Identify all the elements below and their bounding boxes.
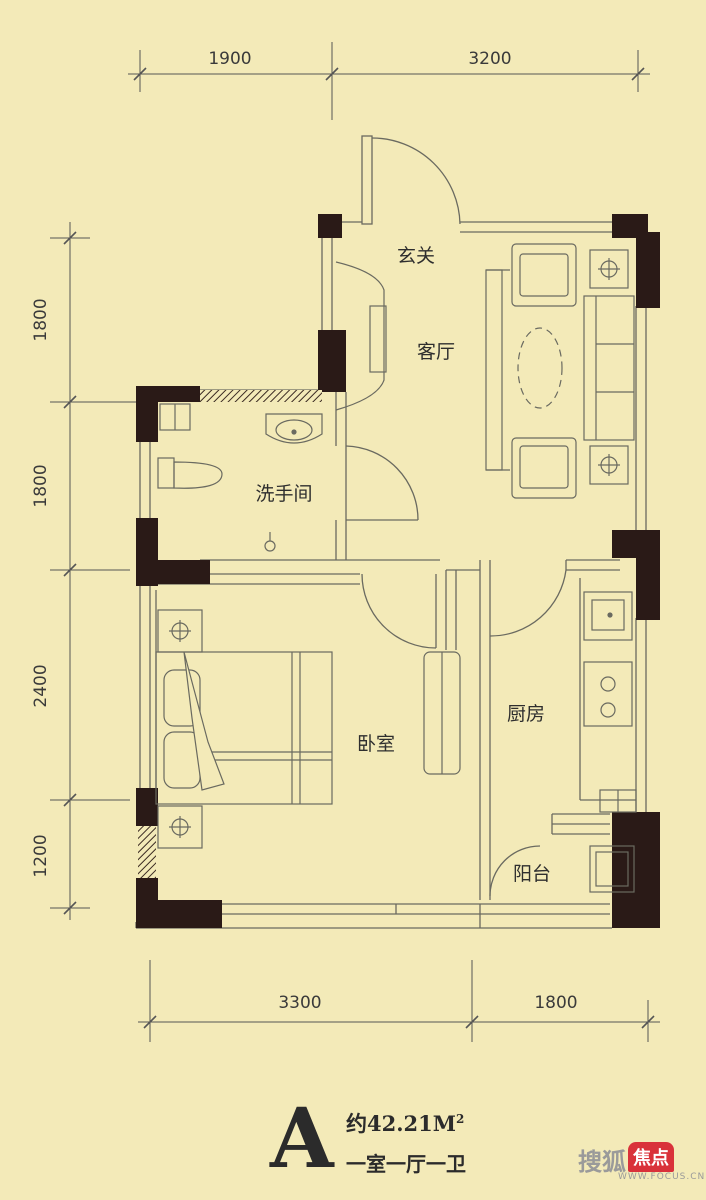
dim-left-3: 2400 [31,664,51,707]
room-label-entrance: 玄关 [397,245,435,267]
dim-bottom-2: 1800 [534,993,577,1013]
watermark-url: WWW.FOCUS.CN [618,1172,706,1182]
area-value: 42.21M [367,1111,457,1136]
unit-area: 约42.21M2 [346,1108,464,1138]
watermark-name: 搜狐 [578,1148,626,1176]
watermark: 搜狐焦点 WWW.FOCUS.CN [578,1142,704,1182]
room-label-kitchen: 厨房 [507,703,545,725]
dim-bottom-1: 3300 [278,993,321,1013]
watermark-badge: 焦点 [628,1142,674,1172]
unit-type-letter: A [270,1091,334,1187]
dimension-left [50,222,150,920]
dimension-bottom [138,960,660,1042]
dimension-top [128,42,650,120]
area-prefix: 约 [346,1111,367,1136]
wall-outlines [135,221,647,929]
dim-left-4: 1200 [31,834,51,877]
room-label-bedroom: 卧室 [357,733,395,755]
room-label-bathroom: 洗手间 [255,483,312,505]
dim-left-2: 1800 [31,464,51,507]
doors [345,135,567,897]
room-label-balcony: 阳台 [513,863,551,885]
furniture [155,243,637,893]
hatched-wall-bedroom [138,826,156,878]
room-label-living-room: 客厅 [417,341,455,363]
lamp-icons [169,258,620,838]
structural-walls [136,214,660,928]
unit-layout: 一室一厅一卫 [346,1152,466,1176]
area-unit-superscript: 2 [456,1112,465,1126]
hatched-wall-bathroom [200,390,322,402]
dim-top-2: 3200 [468,49,511,69]
dim-top-1: 1900 [208,49,251,69]
dim-left-1: 1800 [31,298,51,341]
